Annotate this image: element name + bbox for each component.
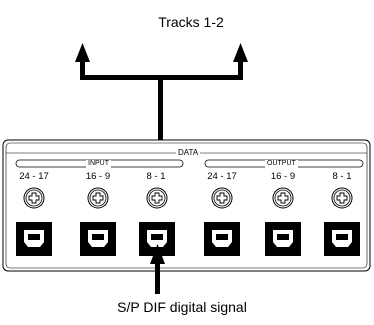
port-label: 24 - 17 [207, 171, 237, 182]
output-destination-label: Tracks 1-2 [158, 14, 224, 30]
screw-icon [331, 187, 353, 209]
port-label: 16 - 9 [270, 171, 296, 182]
optical-port[interactable] [80, 222, 116, 256]
output-group-label: OUTPUT [265, 160, 298, 168]
input-arrow [150, 244, 165, 294]
screw-icon [272, 187, 294, 209]
input-source-label: S/P DIF digital signal [117, 299, 247, 315]
screw-connectors [23, 187, 353, 209]
optical-port[interactable] [204, 222, 240, 256]
port-label: 24 - 17 [19, 171, 49, 182]
panel-title: DATA [176, 148, 201, 157]
screw-icon [211, 187, 233, 209]
port-label: 16 - 9 [85, 171, 111, 182]
port-label: 8 - 1 [146, 171, 166, 182]
optical-port[interactable] [324, 222, 360, 256]
optical-port[interactable] [265, 222, 301, 256]
optical-ports [16, 222, 360, 256]
optical-port[interactable] [16, 222, 52, 256]
input-group-label: INPUT [86, 160, 111, 168]
screw-icon [23, 187, 45, 209]
data-panel [2, 139, 371, 272]
screw-icon [87, 187, 109, 209]
port-label: 8 - 1 [332, 171, 352, 182]
screw-icon [146, 187, 168, 209]
output-arrows [75, 43, 248, 153]
